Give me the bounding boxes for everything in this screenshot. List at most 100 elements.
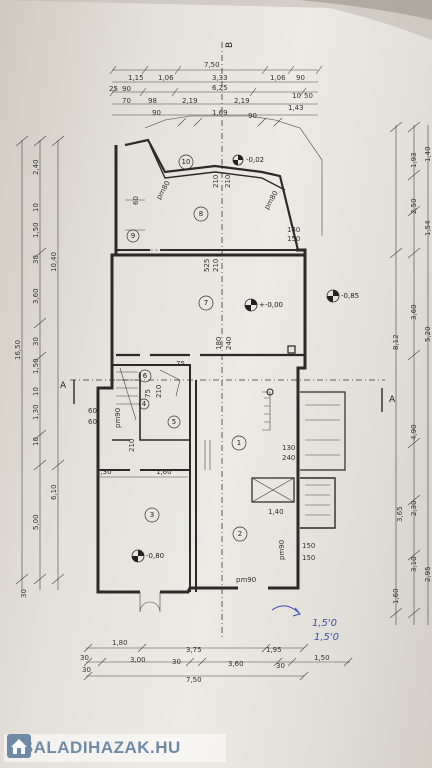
room-7: 7 +-0,00 525 210 180 240 xyxy=(116,259,305,357)
room-label-3: 3 xyxy=(150,511,154,519)
dim-bottom-r1-1: 3,75 xyxy=(186,646,202,654)
dim-top-r3-4: 50 xyxy=(304,92,313,100)
dim-bottom-r2-4: 1,50 xyxy=(314,654,330,662)
dim-right-i3: 3,10 xyxy=(410,556,418,572)
dim-top-r4-3: 2,19 xyxy=(234,97,250,105)
dim-bottom-edge-1: 30 xyxy=(82,666,91,674)
dim-stair-h: 240 xyxy=(282,454,295,462)
door-label-1: pm90 xyxy=(278,540,286,560)
dim-inner-g: 60 xyxy=(132,196,140,205)
dim-right-i2: 2,95 xyxy=(424,566,432,582)
dim-top-r4-2: 2,19 xyxy=(182,97,198,105)
dim-top-r3-2: 6,25 xyxy=(212,84,228,92)
dim-left-i1: 6,10 xyxy=(50,484,58,500)
dim-inner-d2: 210 xyxy=(224,175,232,188)
dim-bottom-r3-0: 7,50 xyxy=(186,676,202,684)
room-label-2: 2 xyxy=(238,530,242,538)
door-label-2: pm90 xyxy=(236,576,256,584)
dim-left-m0: 2,40 xyxy=(32,159,40,175)
dim-right-m5: 3,65 xyxy=(396,506,404,522)
outside-level: -0,85 xyxy=(326,289,359,303)
left-dimension-chains: 16,50 2,40 10 1,50 30 3,60 30 1,50 10 1,… xyxy=(14,135,65,598)
room-label-9: 9 xyxy=(131,232,135,240)
dim-top-total: 7,50 xyxy=(204,61,220,69)
door-label-3: pm80 xyxy=(263,190,280,211)
dim-bottom-edge-0: 30 xyxy=(80,654,89,662)
bay-terrace: 10 8 9 60 pm80 pm80 210 210 140 150 -0,0… xyxy=(124,115,323,251)
room-label-6: 6 xyxy=(143,372,148,380)
dim-inner-b: 150 xyxy=(287,235,300,243)
dim-top-r1-1: 1,06 xyxy=(158,74,174,82)
watermark: CSALADIHAZAK.HU xyxy=(4,734,226,762)
level-terrace: -0,02 xyxy=(246,156,264,164)
room-label-10: 10 xyxy=(182,158,191,166)
dim-inner-c: 525 xyxy=(203,259,211,272)
dim-right-m2: 2,50 xyxy=(410,198,418,214)
dim-bottom-r2-2: 3,60 xyxy=(228,660,244,668)
door-label-5: pm90 xyxy=(114,408,122,428)
dim-top-r4-4: 1,43 xyxy=(288,104,304,112)
dim-left-m5: 30 xyxy=(32,337,40,346)
dim-inner-k: 1,40 xyxy=(268,508,284,516)
bottom-dimension-chains: 1,80 3,75 1,95 3,00 30 3,60 30 1,50 7,50… xyxy=(80,639,353,684)
dim-left-m2: 1,50 xyxy=(32,222,40,238)
right-dimension-chains: 8,12 1,93 1,40 2,50 3,60 4,90 3,65 1,60 … xyxy=(389,121,432,625)
dim-right-m7: 2,30 xyxy=(410,500,418,516)
room-label-4: 4 xyxy=(142,400,147,408)
dim-left-outer: 16,50 xyxy=(14,340,22,360)
house-logo-icon xyxy=(7,734,31,758)
dim-left-m6: 1,50 xyxy=(32,358,40,374)
dim-top-r1-3: 1,06 xyxy=(270,74,286,82)
dim-stair-w: 130 xyxy=(282,444,295,452)
dim-bottom-r1-0: 1,80 xyxy=(112,639,128,647)
dim-bottom-r1-2: 1,95 xyxy=(266,646,282,654)
dim-right-outer: 8,12 xyxy=(392,334,400,350)
room-label-5: 5 xyxy=(172,418,176,426)
dim-top-r1-4: 90 xyxy=(296,74,305,82)
dim-inner-n2: 210 xyxy=(128,439,136,452)
dim-inner-h: 60 xyxy=(88,418,97,426)
dim-top-r3-0: 25 xyxy=(109,85,118,93)
dim-inner-g2: 60 xyxy=(88,407,97,415)
dim-right-i1: 1,54 xyxy=(424,220,432,236)
dim-left-m8: 1,30 xyxy=(32,404,40,420)
dim-inner-d: 210 xyxy=(212,259,220,272)
level-outside: -0,85 xyxy=(341,292,359,300)
dim-top-r5-1: 1,69 xyxy=(212,109,228,117)
dim-inner-n: 210 xyxy=(155,385,163,398)
room-label-7: 7 xyxy=(204,299,208,307)
dim-left-m4: 3,60 xyxy=(32,288,40,304)
door-label-4: pm80 xyxy=(155,180,172,201)
dim-inner-p: 75 xyxy=(144,389,152,398)
dim-right-m1: 1,40 xyxy=(424,146,432,162)
rooms-4-5-6: 6 5 4 75 75 210 210 pm90 60 60 xyxy=(88,360,191,470)
dim-bottom-r2-0: 3,00 xyxy=(130,656,146,664)
dim-right-m3: 3,60 xyxy=(410,304,418,320)
dim-top-r3-1: 90 xyxy=(122,85,131,93)
dim-inner-o: 75 xyxy=(176,360,185,368)
handwritten-note-top: 1,5'0 xyxy=(312,618,337,629)
room-label-1: 1 xyxy=(237,439,241,447)
dim-room3-w2: 1,60 xyxy=(156,468,172,476)
level-room3: -0,80 xyxy=(146,552,164,560)
dim-right-m0: 1,93 xyxy=(410,152,418,168)
watermark-text: CSALADIHAZAK.HU xyxy=(9,738,181,757)
room-3: 1,30 1,60 3 -0,80 xyxy=(96,468,191,613)
handwritten-note-bottom: 1,5'0 xyxy=(314,632,339,643)
dim-inner-l: 150 xyxy=(302,542,315,550)
dim-bottom-r2-3: 30 xyxy=(276,662,285,670)
dim-top-r5-0: 90 xyxy=(152,109,161,117)
dim-left-i0: 10,40 xyxy=(50,252,58,272)
dim-top-r5-2: 90 xyxy=(248,112,257,120)
dim-left-m11: 30 xyxy=(20,589,28,598)
room-label-8: 8 xyxy=(199,210,203,218)
dim-top-r4-1: 98 xyxy=(148,97,157,105)
section-mark-a-right: A xyxy=(389,395,396,405)
dim-room3-w1: 1,30 xyxy=(96,468,112,476)
dim-top-r1-0: 1,15 xyxy=(128,74,144,82)
dim-right-m4: 4,90 xyxy=(410,424,418,440)
top-dimension-chains: 7,50 1,15 1,06 3,33 1,06 90 25 90 6,25 1… xyxy=(109,61,323,120)
dim-top-r3-3: 10 xyxy=(292,92,301,100)
